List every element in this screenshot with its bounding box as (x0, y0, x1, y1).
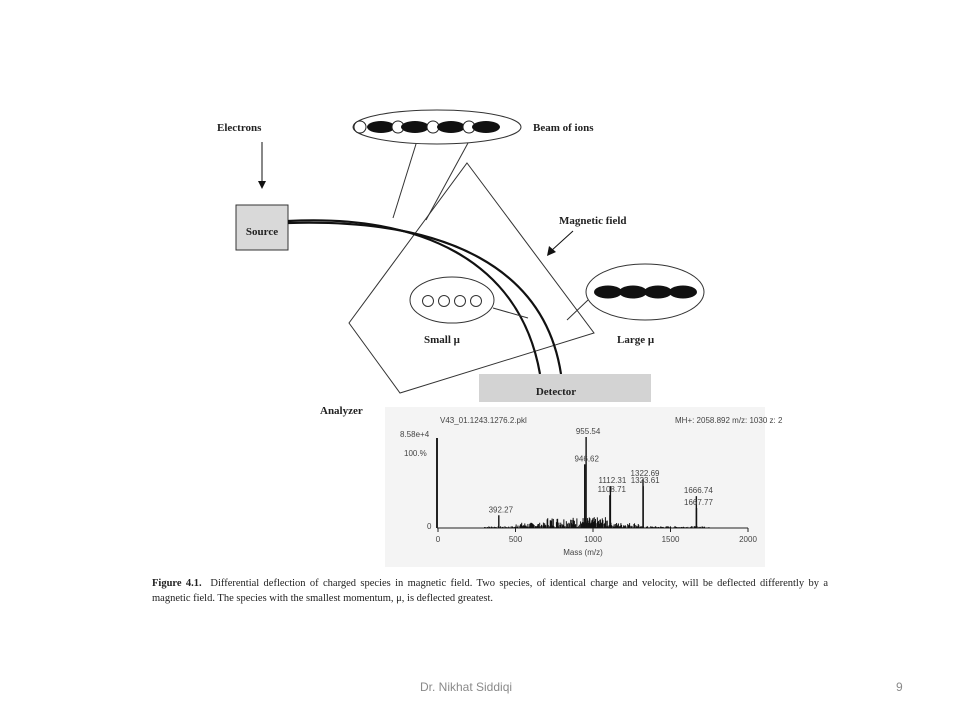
ion-large (472, 121, 500, 133)
spectrum-header: V43_01.1243.1276.2.pkl (440, 416, 527, 425)
spectrum-xtick-label: 1500 (662, 535, 680, 544)
spectrum-y0-label: 0 (427, 522, 432, 531)
spectrum-peak-label: 1322.69 (631, 469, 660, 478)
beam-connector-line (425, 142, 469, 221)
spectrum-peak-label: 1323.61 (631, 476, 660, 485)
spectrum-peak-label: 1112.31 (599, 476, 627, 485)
spectrum-xtick-label: 500 (509, 535, 523, 544)
spectrum-peaks (498, 437, 698, 528)
spectrum-peak-label: 946.62 (574, 454, 599, 463)
magnetic-field-label: Magnetic field (559, 215, 627, 227)
ion-large (367, 121, 395, 133)
spectrum-ticks: 0 500 1000 1500 2000 (436, 528, 757, 544)
figure-caption-text: Differential deflection of charged speci… (152, 578, 828, 604)
spectrum-peak-label: 1666.74 (684, 486, 713, 495)
beam-connector-line (392, 143, 417, 219)
spectrum-header-right: MH+: 2058.892 m/z: 1030 z: 2 (675, 416, 783, 425)
spectrum-peak-label: 1667.77 (684, 498, 713, 507)
magnetic-field-arrow-head (547, 246, 556, 256)
large-mu-connector (566, 299, 589, 321)
small-mu-label: Small μ (424, 334, 461, 346)
spectrum-xtick-label: 2000 (739, 535, 757, 544)
ion-large (401, 121, 429, 133)
footer-page-number: 9 (896, 680, 903, 694)
electrons-arrow-head (258, 181, 266, 189)
source-label: Source (246, 226, 278, 238)
small-mu-ellipse (409, 276, 495, 324)
ion-beam (352, 109, 522, 145)
magnetic-field-region (348, 162, 595, 394)
spectrum-peak-label: 955.54 (576, 427, 601, 436)
electrons-label: Electrons (217, 122, 262, 134)
spectrum-xlabel: Mass (m/z) (563, 548, 603, 557)
footer-author: Dr. Nikhat Siddiqi (420, 680, 513, 694)
mass-spectrum: V43_01.1243.1276.2.pkl MH+: 2058.892 m/z… (385, 407, 783, 567)
detector-box (479, 374, 651, 402)
spectrum-peak-label: 1108.71 (598, 485, 627, 494)
spectrum-peak-label: 392.27 (489, 505, 514, 514)
spectrum-ymax-label: 8.58e+4 (400, 430, 430, 439)
large-ion (669, 285, 697, 299)
small-ion (422, 295, 434, 307)
ion-path-large (287, 221, 563, 375)
ion-beam-ellipse (352, 109, 522, 145)
detector-label: Detector (536, 386, 576, 398)
small-ion (454, 295, 466, 307)
large-ion (619, 285, 647, 299)
ion-path-small (287, 219, 542, 375)
large-mu-ellipse (585, 263, 705, 321)
large-ion (644, 285, 672, 299)
large-mu-label: Large μ (617, 334, 655, 346)
small-mu-group (409, 276, 495, 324)
figure-label: Figure 4.1. (152, 578, 202, 589)
ion-small (353, 120, 367, 134)
small-mu-connector (492, 307, 529, 319)
spectrum-background (385, 407, 765, 567)
spectrum-yscale-label: 100.% (404, 449, 427, 458)
small-ion (470, 295, 482, 307)
small-ion (438, 295, 450, 307)
source-box (235, 204, 289, 251)
magnetic-field-arrow-line (550, 230, 574, 252)
figure-caption: Figure 4.1. Differential deflection of c… (152, 576, 828, 606)
spectrum-xtick-label: 0 (436, 535, 441, 544)
large-ion (594, 285, 622, 299)
beam-label: Beam of ions (533, 122, 594, 134)
analyzer-label: Analyzer (320, 405, 363, 417)
spectrum-xtick-label: 1000 (584, 535, 602, 544)
large-mu-group (585, 263, 705, 321)
ion-large (437, 121, 465, 133)
